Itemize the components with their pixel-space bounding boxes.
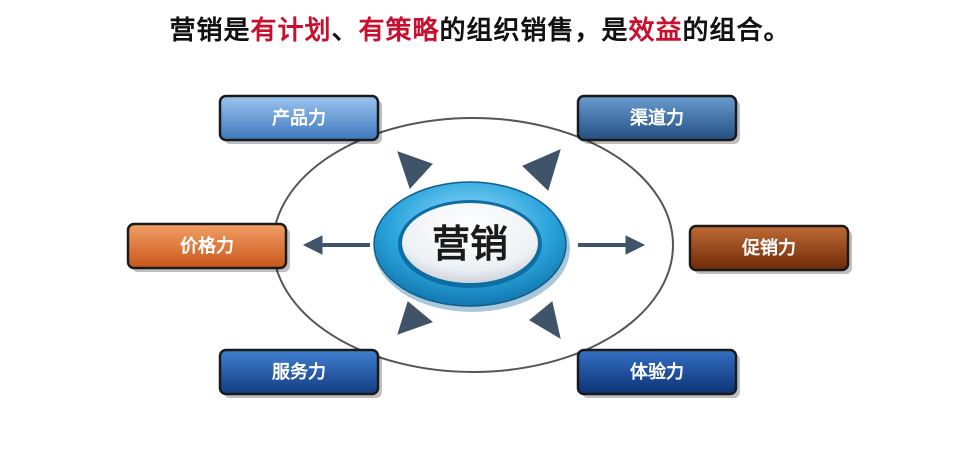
arrows — [302, 149, 646, 340]
node-box — [126, 222, 288, 270]
node-price: 价格力 — [126, 222, 290, 272]
node-box — [576, 348, 738, 396]
node-box — [218, 348, 380, 396]
node-label: 价格力 — [180, 235, 234, 257]
title-part: 有计划 — [250, 16, 332, 46]
node-promotion: 促销力 — [688, 224, 852, 274]
center-label: 营销 — [432, 222, 508, 266]
title-part: 的组织销售，是 — [439, 16, 629, 46]
title-part: 效益 — [628, 16, 683, 46]
title-part: 有策略 — [358, 16, 440, 46]
title-part: 、 — [331, 16, 359, 46]
node-label: 服务力 — [272, 361, 326, 383]
node-box — [576, 94, 738, 142]
center-hub: 营销 — [373, 181, 570, 312]
node-service: 服务力 — [218, 348, 382, 398]
node-label: 体验力 — [630, 361, 684, 383]
node-label: 渠道力 — [630, 107, 684, 129]
node-channel: 渠道力 — [576, 94, 740, 144]
node-box — [688, 224, 850, 272]
node-product: 产品力 — [218, 94, 382, 144]
node-label: 促销力 — [741, 237, 796, 259]
page-title: 营销是有计划、有策略的组织销售，是效益的组合。 — [0, 10, 960, 47]
title-part: 营销是 — [169, 16, 251, 46]
title-part: 的组合。 — [682, 16, 791, 46]
node-box — [218, 94, 380, 142]
node-label: 产品力 — [272, 107, 326, 129]
node-experience: 体验力 — [576, 348, 740, 398]
